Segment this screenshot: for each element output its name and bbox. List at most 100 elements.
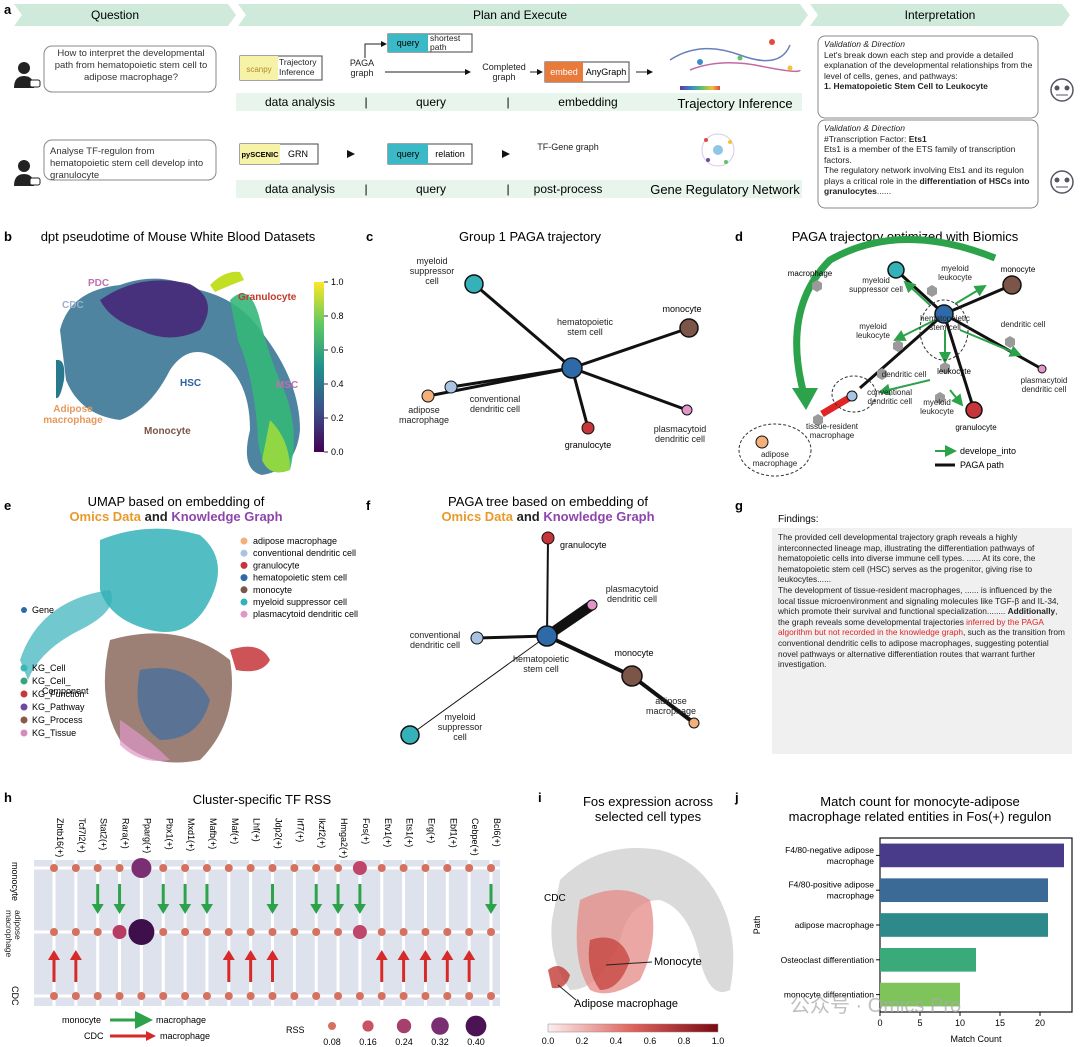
fos-tick-label: 0.6: [644, 1036, 657, 1046]
pseudotime-colorbar: [314, 282, 324, 452]
user-icon: [14, 62, 41, 88]
tf-label: Lhf(+): [252, 818, 262, 842]
legend-dot: [20, 664, 28, 672]
legend-dot: [240, 537, 248, 545]
legend-develop-label: develope_into: [960, 446, 1016, 456]
legend-arrow-from-2: CDC: [84, 1031, 104, 1041]
panel-h-title: Cluster-specific TF RSS: [193, 792, 332, 807]
pyscenic-badge: [240, 144, 280, 164]
panel-f-title-2: Omics Data and Knowledge Graph: [441, 509, 654, 524]
colorbar-tick-label: 0.6: [331, 345, 344, 355]
f-node-adipose: [688, 717, 700, 729]
legend-label: adipose macrophage: [253, 536, 337, 546]
rss-dot: [112, 925, 127, 939]
arrow-icon: [502, 150, 510, 158]
panel-letter-c: c: [366, 229, 373, 244]
step-sep-2-2: |: [506, 182, 509, 196]
d-label-tissue-resident: tissue-resident macrophage: [806, 422, 858, 440]
match-count-chart: F4/80-negative adiposemacrophageF4/80-po…: [752, 837, 1073, 1044]
green-arrowhead: [157, 904, 170, 914]
colorbar-tick-label: 1.0: [331, 277, 344, 287]
tf-label: Irf7(+): [295, 818, 305, 842]
pyscenic-label: pySCENIC: [241, 150, 279, 159]
rss-dot: [377, 992, 386, 1000]
legend-label: KG_Function: [32, 689, 85, 699]
f-node-cdc: [470, 631, 484, 645]
question-text-1: How to interpret the developmental path …: [55, 48, 208, 83]
x-tick-label: 0: [877, 1018, 882, 1028]
bar: [880, 913, 1048, 937]
e-legend-left: KG_CellKG_Cell_ComponentKG_FunctionKG_Pa…: [20, 663, 89, 738]
legend-arrow-to-1: macrophage: [156, 1015, 206, 1025]
rss-dot: [312, 928, 321, 936]
steps-band-1: [236, 93, 802, 111]
panel-e: e UMAP based on embedding of Omics Data …: [4, 494, 358, 763]
d-label-cdc: conventional dendritic cell: [867, 388, 912, 406]
colorbar-tick-label: 0.4: [331, 379, 344, 389]
panel-b-title: dpt pseudotime of Mouse White Blood Data…: [41, 229, 316, 244]
tf-label: Etv1(+): [383, 818, 393, 847]
gene-legend-label: Gene: [32, 605, 54, 615]
legend-arrow-to-2: macrophage: [160, 1031, 210, 1041]
tf-label: Maf(+): [230, 818, 240, 844]
bar: [880, 878, 1048, 903]
red-arrowhead: [244, 950, 257, 960]
panel-i-title-2: selected cell types: [595, 809, 702, 824]
d-node-adipose: [755, 435, 769, 449]
panel-i-title-1: Fos expression across: [583, 794, 714, 809]
panel-f-title-1: PAGA tree based on embedding of: [448, 494, 648, 509]
rss-dot: [159, 992, 168, 1000]
f-node-hsc: [536, 625, 558, 647]
scanpy-badge: [240, 56, 278, 80]
panel-d: d PAGA trajectory optimized with Biomics: [735, 229, 1067, 477]
panel-letter-f: f: [366, 498, 371, 513]
rss-dot: [50, 928, 58, 936]
rss-dot: [159, 928, 168, 936]
rss-dot: [224, 992, 233, 1000]
d-label-adipose: adipose macrophage: [753, 450, 797, 468]
panel-c-edges: [427, 282, 690, 429]
label-c-hsc: hematopoietic stem cell: [557, 317, 613, 337]
rss-size-dot: [396, 1018, 412, 1034]
node-pdc: [681, 404, 693, 416]
rss-dot: [93, 992, 102, 1000]
green-arrowhead: [353, 904, 366, 914]
watermark: 公众号 · Omics Pro: [790, 994, 961, 1017]
fos-colorbar: [547, 1023, 719, 1033]
rss-size-label: 0.08: [323, 1037, 341, 1047]
red-arrowhead: [69, 950, 82, 960]
rss-dot: [137, 992, 146, 1000]
label-c-cdc: conventional dendritic cell: [470, 394, 521, 414]
rss-dot: [268, 992, 277, 1000]
interp-text-2: Validation & Direction #Transcription Fa…: [824, 123, 1029, 196]
cdc-cluster-outline: [831, 375, 877, 413]
y-tick-label: Osteoclast differentiation: [781, 955, 875, 965]
panel-b: b dpt pseudotime of Mouse White Blood Da…: [4, 229, 344, 475]
tf-label: Tcf7l2(+): [77, 818, 87, 853]
rss-dot: [487, 928, 495, 936]
rss-dot: [399, 992, 408, 1000]
query-badge-2: [388, 144, 428, 164]
rss-legend-label: RSS: [286, 1025, 305, 1035]
shortest-path-label: shortest path: [430, 34, 460, 52]
panel-c-title: Group 1 PAGA trajectory: [459, 229, 602, 244]
legend-label: KG_Tissue: [32, 728, 76, 738]
long-develop-arrowhead: [792, 388, 818, 410]
rss-dot: [159, 864, 168, 872]
panel-c: c Group 1 PAGA trajectory myeloid suppre…: [366, 229, 707, 450]
header-interp: Interpretation: [905, 8, 976, 22]
panel-i: i Fos expression across selected cell ty…: [538, 790, 734, 1046]
label-c-myeloid-suppressor: myeloid suppressor cell: [410, 256, 455, 286]
green-arrowhead: [179, 904, 192, 914]
embedding-umap: [20, 528, 270, 763]
rss-dot: [224, 928, 233, 936]
green-arrowhead: [113, 904, 126, 914]
colorbar-tick-label: 0.0: [331, 447, 344, 457]
node-myeloid-suppressor: [464, 274, 484, 294]
panel-letter-a: a: [4, 2, 12, 17]
node-cdc: [444, 380, 458, 394]
rss-size-dot: [328, 1022, 336, 1030]
label-c-pdc: plasmacytoid dendritic cell: [654, 424, 707, 444]
